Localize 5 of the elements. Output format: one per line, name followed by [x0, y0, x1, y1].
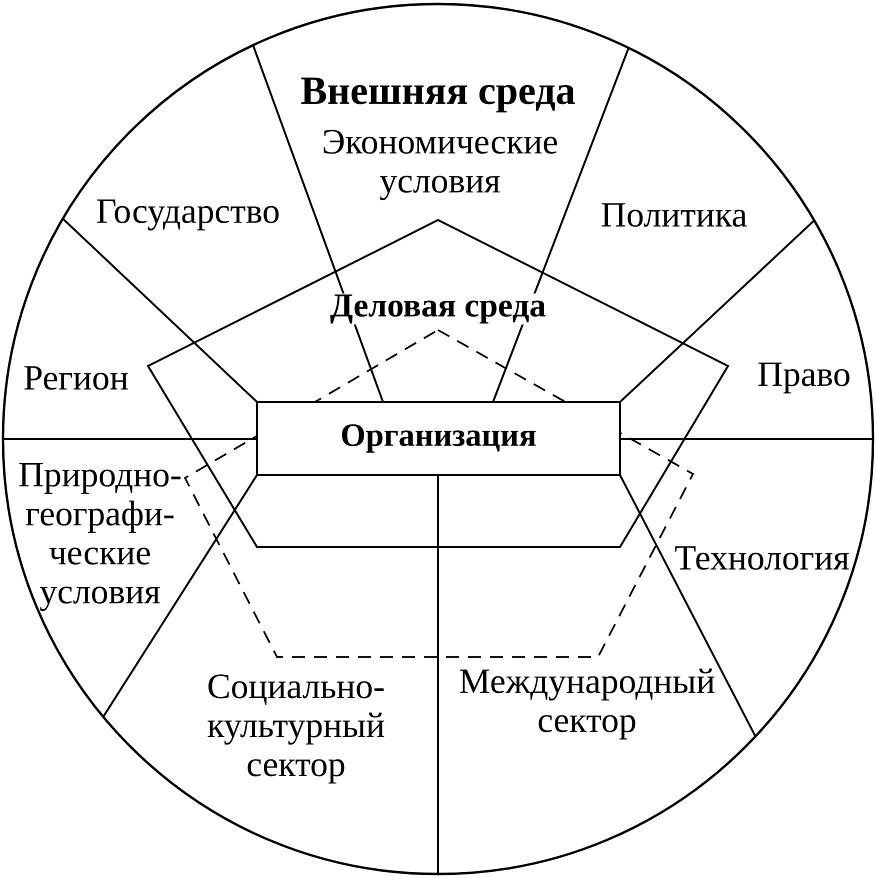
sector-label: Технология — [675, 546, 849, 570]
sector-label: Право — [758, 362, 850, 394]
center-box: Организация — [256, 401, 621, 476]
sector-label: Регион — [24, 366, 128, 390]
heading: Внешняя среда — [301, 78, 575, 112]
